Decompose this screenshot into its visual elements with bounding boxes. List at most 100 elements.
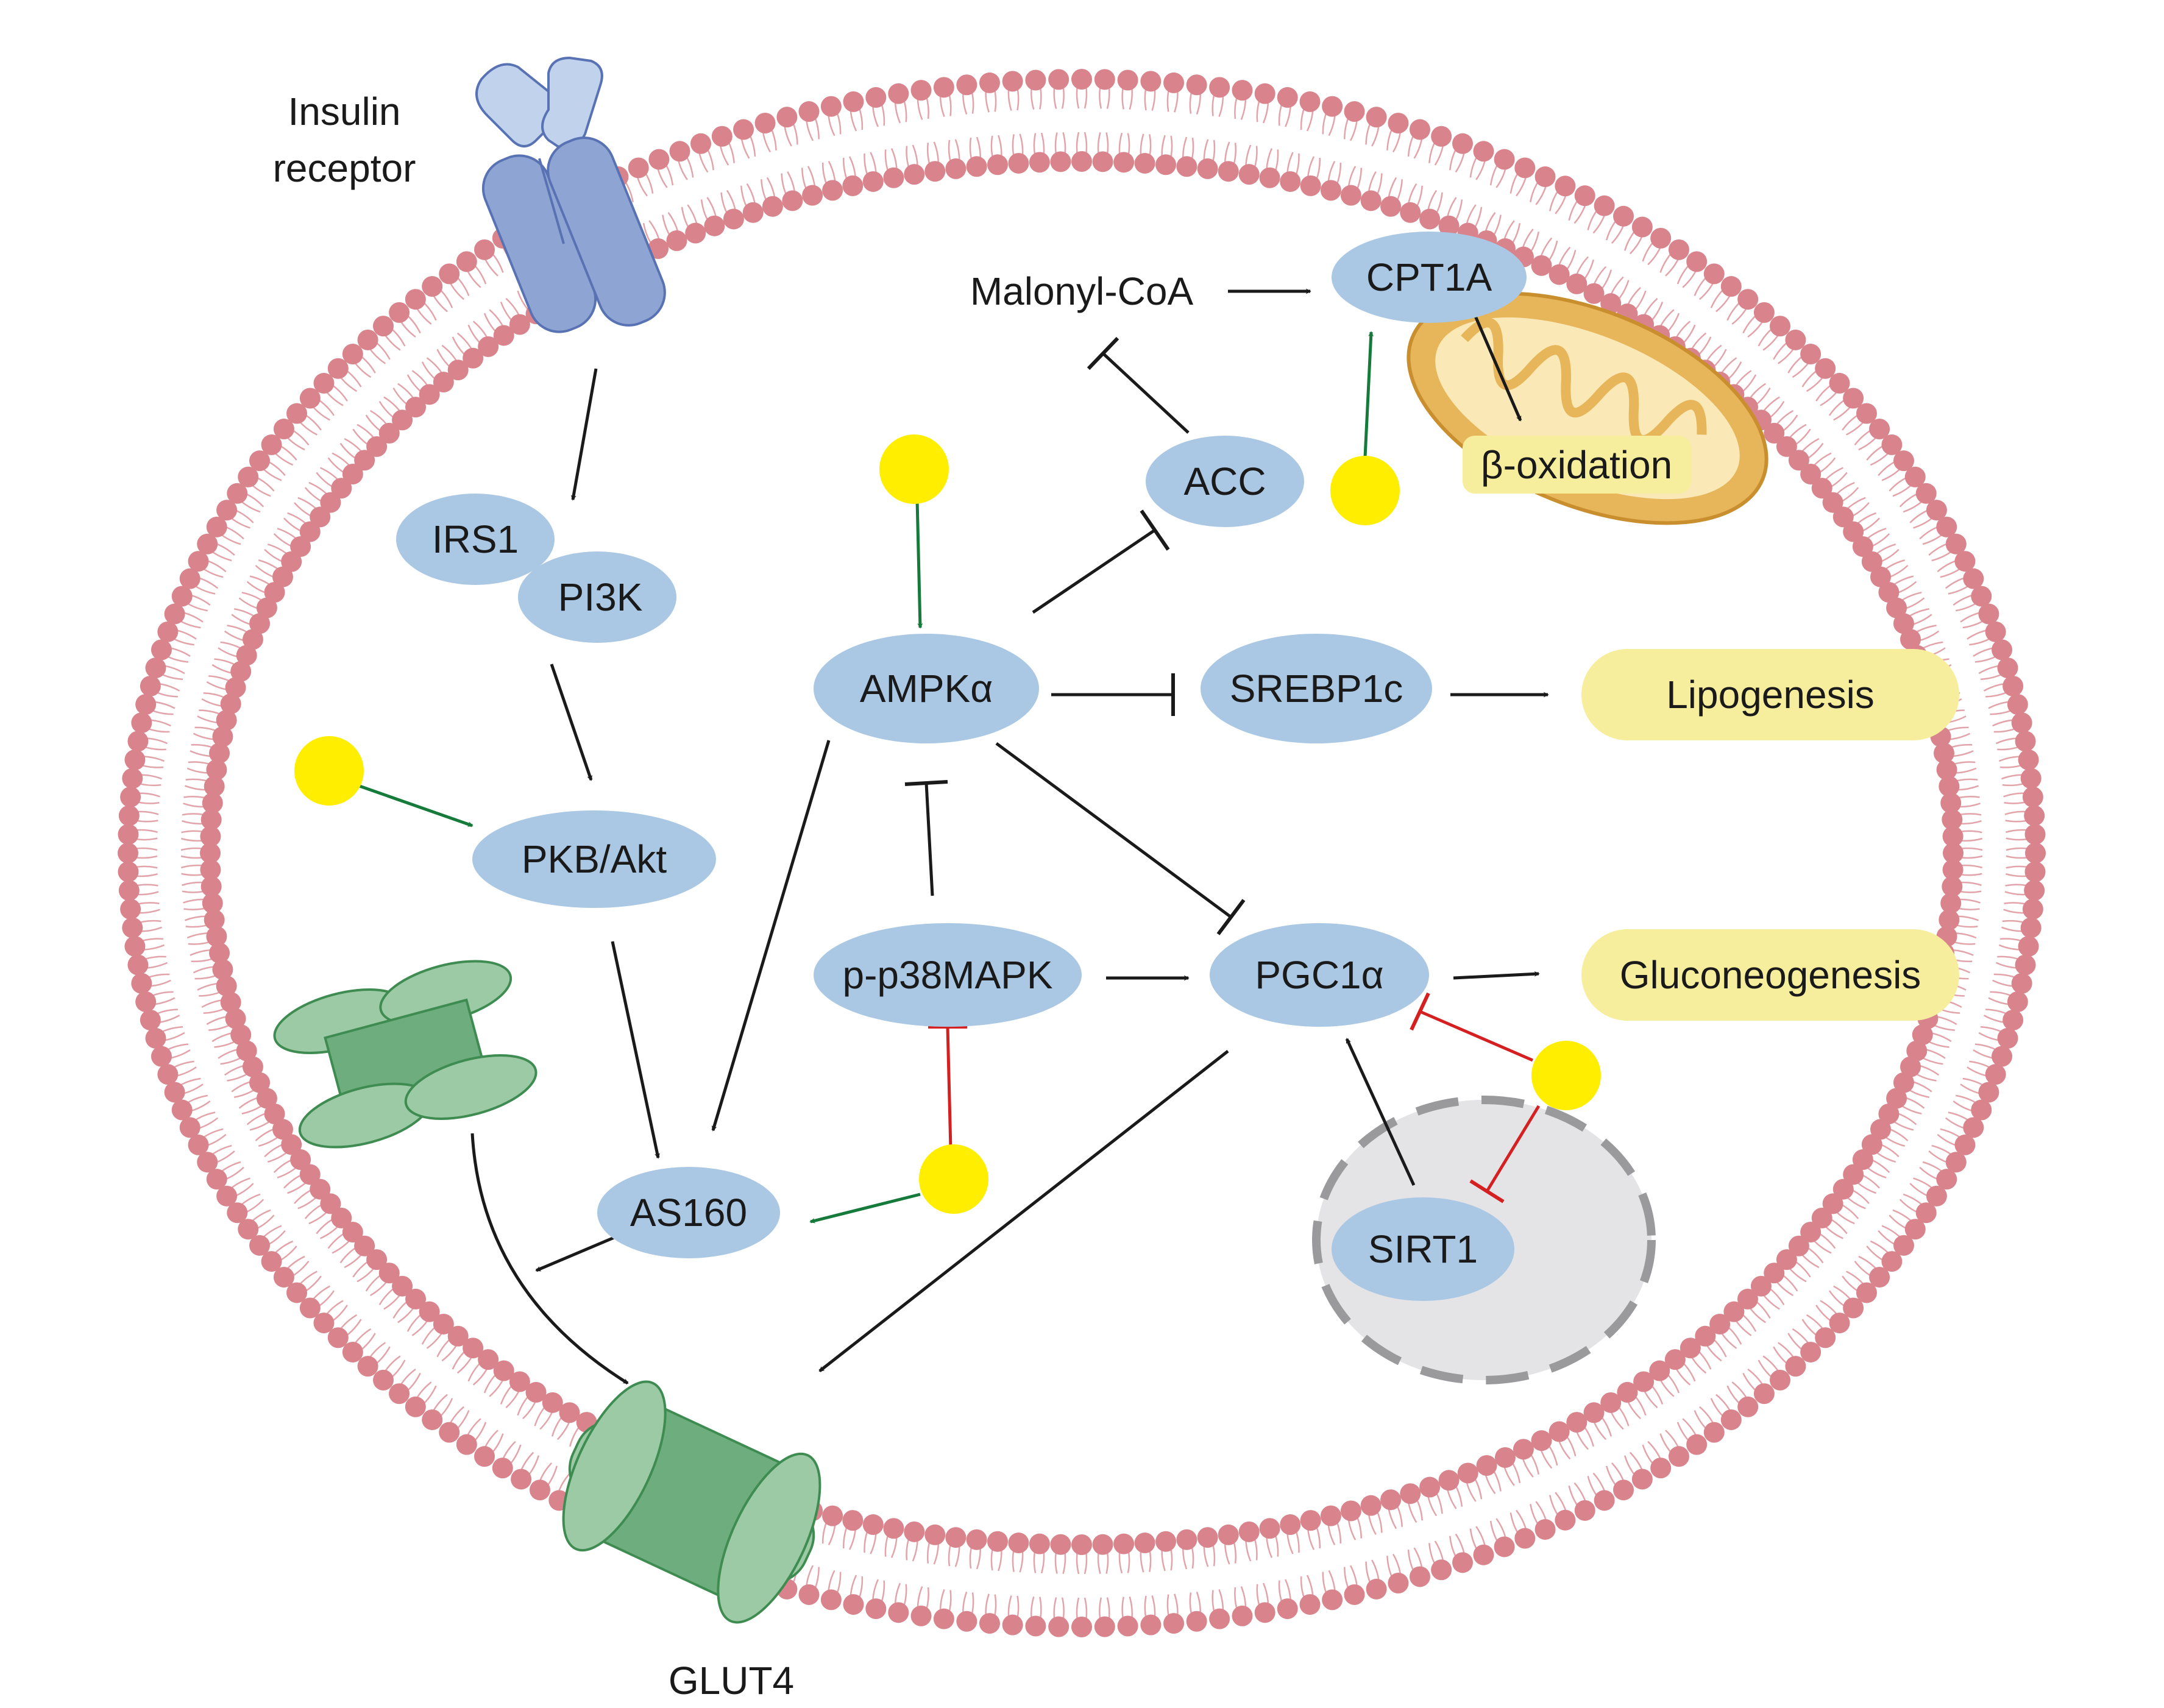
lipid-head — [1409, 119, 1430, 140]
lipid-head — [1254, 83, 1275, 104]
lipid-head — [1926, 500, 1947, 521]
node-srebp1c-label: SREBP1c — [1230, 667, 1403, 710]
node-irs1 — [396, 494, 555, 585]
lipid-head — [1843, 521, 1864, 542]
lipid-head — [1232, 1605, 1253, 1626]
lipid-head — [1788, 1235, 1809, 1256]
lipid-head — [357, 1356, 378, 1377]
lipid-head — [1870, 566, 1892, 587]
lipid-head — [1322, 1589, 1343, 1611]
node-srebp1c — [1201, 634, 1432, 743]
lipid-head — [1340, 185, 1361, 206]
lipid-head — [227, 1202, 248, 1224]
outcome-beta-oxidation-label: β-oxidation — [1481, 443, 1672, 487]
lipid-head — [1829, 1313, 1850, 1334]
lipid-head — [478, 336, 499, 357]
lipid-head — [151, 1046, 172, 1067]
lipid-head — [1893, 1235, 1914, 1256]
lipid-head — [2003, 675, 2024, 696]
lipid-head — [1856, 403, 1877, 424]
lipid-head — [1431, 1559, 1452, 1581]
lipid-head — [1299, 1594, 1321, 1615]
edge-p38-ampk-inhibit — [924, 782, 934, 896]
lipid-head — [122, 917, 143, 938]
lipid-head — [820, 96, 842, 117]
lipid-head — [1936, 1169, 1957, 1190]
lipid-head — [1366, 107, 1387, 128]
lipid-head — [711, 126, 733, 147]
lipid-head — [422, 276, 443, 297]
lipid-head — [197, 1152, 218, 1173]
lipid-head — [1942, 859, 1964, 881]
node-pi3k-label: PI3K — [558, 575, 643, 619]
lipid-head — [1800, 344, 1822, 365]
lipid-head — [1978, 603, 1999, 625]
outcome-gluconeogenesis-label: Gluconeogenesis — [1620, 953, 1921, 997]
lipid-head — [820, 1589, 842, 1611]
lipid-head — [209, 743, 230, 764]
lipid-head — [1566, 1412, 1588, 1433]
lipid-head — [456, 1434, 477, 1455]
lipid-head — [118, 805, 140, 826]
edge-ligand-cpt1a — [1363, 331, 1374, 458]
lipid-head — [2025, 843, 2046, 863]
lipid-head — [648, 238, 669, 260]
lipid-head — [299, 521, 321, 542]
lipid-head — [956, 74, 977, 96]
insulin-receptor-icon — [475, 56, 666, 333]
lipid-head — [2018, 936, 2039, 957]
lipid-head — [439, 263, 460, 285]
lipid-head — [1400, 202, 1421, 223]
glut4-membrane-transporter-icon — [562, 1380, 821, 1624]
lipid-head — [1945, 533, 1967, 555]
lipid-head — [1117, 1615, 1138, 1637]
lipid-head — [733, 119, 754, 140]
lipid-head — [230, 1024, 252, 1046]
lipid-head — [188, 551, 209, 572]
lipid-head — [357, 329, 378, 350]
lipid-head — [310, 506, 331, 528]
lipid-head — [1473, 1544, 1494, 1565]
node-irs1-label: IRS1 — [432, 517, 519, 561]
lipid-head — [1366, 1578, 1387, 1600]
lipid-head — [1457, 1462, 1478, 1484]
lipid-head — [1277, 1598, 1298, 1620]
lipid-head — [1094, 69, 1115, 90]
lipid-head — [273, 1266, 294, 1288]
lipid-head — [1843, 1297, 1864, 1319]
node-acc — [1146, 436, 1304, 527]
lipid-head — [290, 1149, 311, 1171]
lipid-head — [1881, 1251, 1903, 1272]
lipid-head — [2011, 712, 2032, 734]
lipid-head — [1360, 1495, 1382, 1516]
lipid-head — [135, 991, 157, 1013]
lipid-head — [987, 154, 1008, 175]
lipid-head — [1680, 1338, 1701, 1359]
lipid-head — [1071, 1617, 1092, 1637]
lipid-head — [842, 1510, 864, 1531]
lipid-head — [157, 1064, 179, 1085]
ligand-circle-cpt1a — [1330, 456, 1400, 525]
lipid-head — [1300, 1510, 1321, 1531]
lipid-head — [1811, 478, 1832, 499]
lipid-head — [1800, 1221, 1822, 1242]
lipid-head — [372, 316, 394, 337]
lipid-head — [206, 759, 227, 781]
lipid-head — [1050, 151, 1071, 172]
lipid-head — [1071, 69, 1092, 90]
edge-ligand-ampk — [915, 499, 923, 629]
lipid-head — [1869, 419, 1890, 440]
lipid-head — [405, 1396, 426, 1417]
lipid-head — [1600, 293, 1622, 314]
lipid-head — [354, 450, 375, 471]
lipid-head — [1915, 1202, 1937, 1224]
lipid-head — [1650, 227, 1672, 249]
lipid-head — [342, 464, 363, 485]
lipid-head — [157, 621, 179, 642]
lipid-head — [1997, 1027, 2018, 1049]
lipid-head — [202, 893, 223, 914]
lipid-head — [1764, 1263, 1785, 1284]
lipid-head — [1531, 255, 1552, 276]
lipid-head — [1770, 1369, 1791, 1391]
